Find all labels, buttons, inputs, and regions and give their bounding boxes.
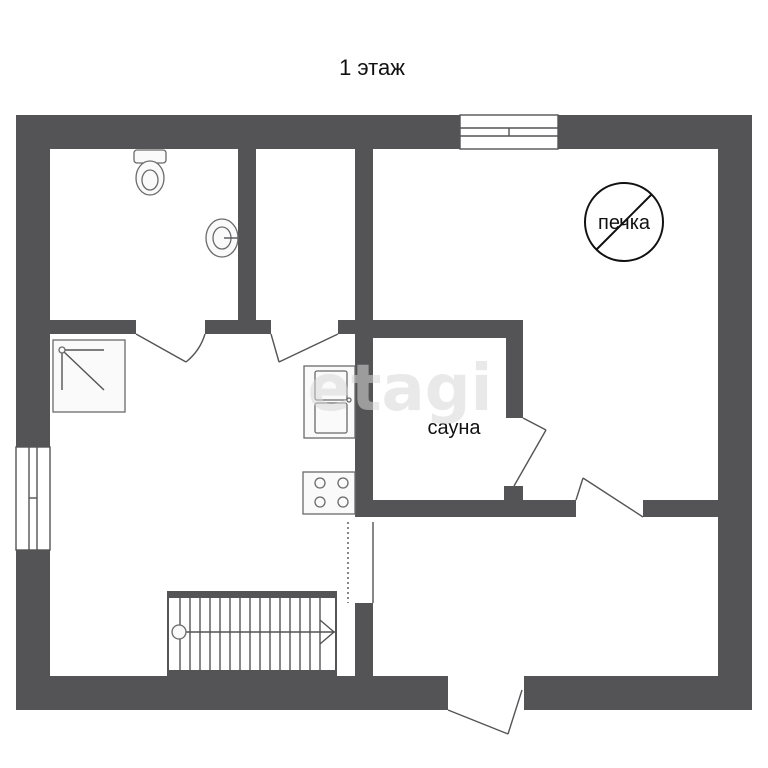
watermark: etagi [308,352,493,426]
stove-label: печка [598,212,651,234]
staircase [167,591,337,677]
door-entrance [447,689,523,735]
door-bathroom [135,333,206,363]
window-left [15,446,51,551]
floor-title: 1 этаж [339,55,405,80]
shower-icon [52,339,126,413]
outer-walls [16,115,752,710]
stove-icon [302,471,356,515]
kitchen-sink-icon [303,365,356,439]
sauna-label: сауна [427,417,481,439]
door-closet [270,333,339,363]
window-top [459,114,559,150]
door-hall [575,477,644,518]
washbasin-icon [205,218,239,258]
door-sauna [513,417,547,487]
interior-walls [50,149,718,676]
toilet-icon [133,149,167,196]
sauna-stove-symbol: печка [584,182,664,262]
